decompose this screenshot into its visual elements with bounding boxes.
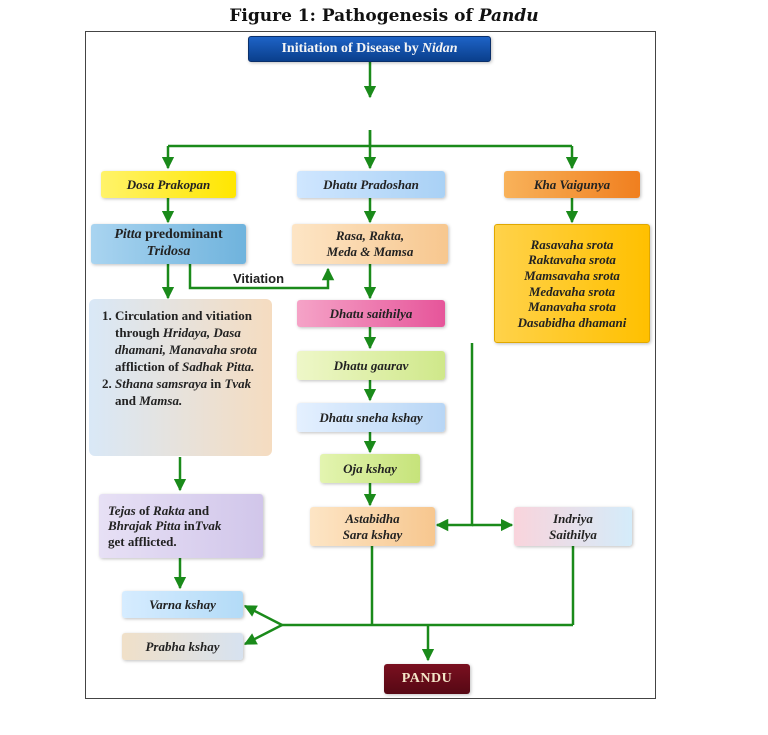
rasa-rakta-box: Rasa, Rakta,Meda & Mamsa — [292, 224, 448, 264]
tejas-rakta-box: Tejas of Rakta and Bhrajak Pitta inTvak … — [99, 494, 263, 558]
srota-item: Manavaha srota — [528, 299, 616, 315]
initiation-box: Initiation of Disease by Nidan — [248, 36, 491, 62]
oja-kshay-box: Oja kshay — [320, 454, 420, 483]
circulation-item-1: Circulation and vitiation through Hriday… — [115, 307, 266, 375]
kha-vaigunya-box: Kha Vaigunya — [504, 171, 640, 198]
dhatu-gaurav-box: Dhatu gaurav — [297, 351, 445, 380]
srota-list-box: Rasavaha srota Raktavaha srota Mamsavaha… — [494, 224, 650, 343]
dhatu-sneha-kshay-box: Dhatu sneha kshay — [297, 403, 445, 432]
dhatu-pradoshan-box: Dhatu Pradoshan — [297, 171, 445, 198]
varna-kshay-box: Varna kshay — [122, 591, 243, 618]
circulation-item-2: Sthana samsraya in Tvak and Mamsa. — [115, 375, 266, 409]
srota-item: Mamsavaha srota — [524, 267, 620, 283]
pandu-box: PANDU — [384, 664, 470, 694]
figure-title: Figure 1: Pathogenesis of Pandu — [229, 6, 539, 26]
dhatu-saithilya-box: Dhatu saithilya — [297, 300, 445, 327]
srota-item: Raktavaha srota — [528, 252, 616, 268]
prabha-kshay-box: Prabha kshay — [122, 633, 243, 660]
circulation-list-box: Circulation and vitiation through Hriday… — [89, 299, 272, 456]
vitiation-label: Vitiation — [233, 271, 285, 286]
srota-item: Dasabidha dhamani — [517, 314, 627, 330]
dosa-prakopan-box: Dosa Prakopan — [101, 171, 236, 198]
srota-item: Medavaha srota — [528, 283, 616, 299]
srota-item: Rasavaha srota — [530, 236, 614, 252]
